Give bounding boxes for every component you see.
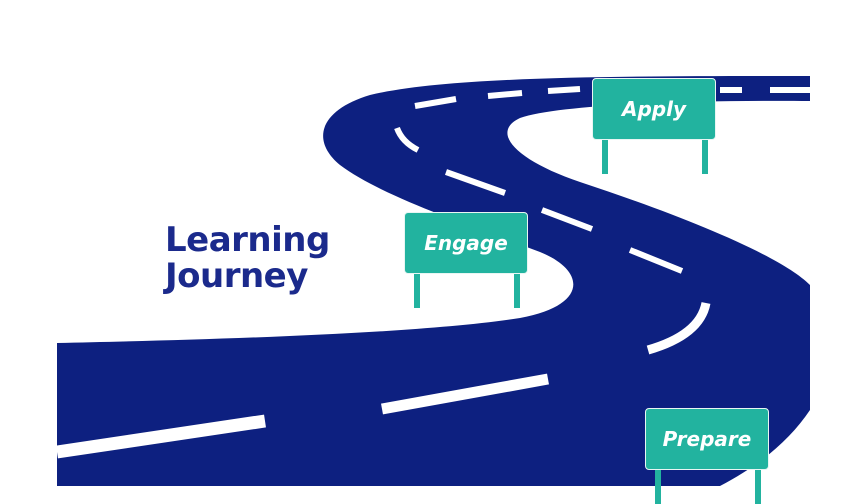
lane-dash [444, 169, 507, 196]
sign-board: Apply [592, 78, 716, 140]
lane-dash [540, 207, 594, 232]
road [57, 76, 810, 486]
sign-post [414, 274, 420, 308]
title-line-1: Learning [165, 220, 330, 260]
sign-board: Engage [404, 212, 528, 274]
sign-post [514, 274, 520, 308]
sign-post [702, 140, 708, 174]
lane-dash [487, 90, 523, 99]
lane-dash [381, 373, 549, 415]
lane-dash [414, 96, 457, 109]
sign-post [755, 470, 761, 504]
sign-post [602, 140, 608, 174]
sign-board: Prepare [645, 408, 769, 470]
lane-dash [646, 301, 711, 355]
sign-post [655, 470, 661, 504]
lane-dash [628, 247, 684, 274]
road-illustration [56, 76, 810, 486]
lane-dashes [56, 86, 810, 459]
lane-dash [394, 126, 420, 153]
lane-dash [56, 414, 266, 459]
title-line-2: Journey [165, 256, 308, 296]
page-title: Learning Journey [165, 222, 330, 294]
lane-dash [547, 86, 581, 94]
